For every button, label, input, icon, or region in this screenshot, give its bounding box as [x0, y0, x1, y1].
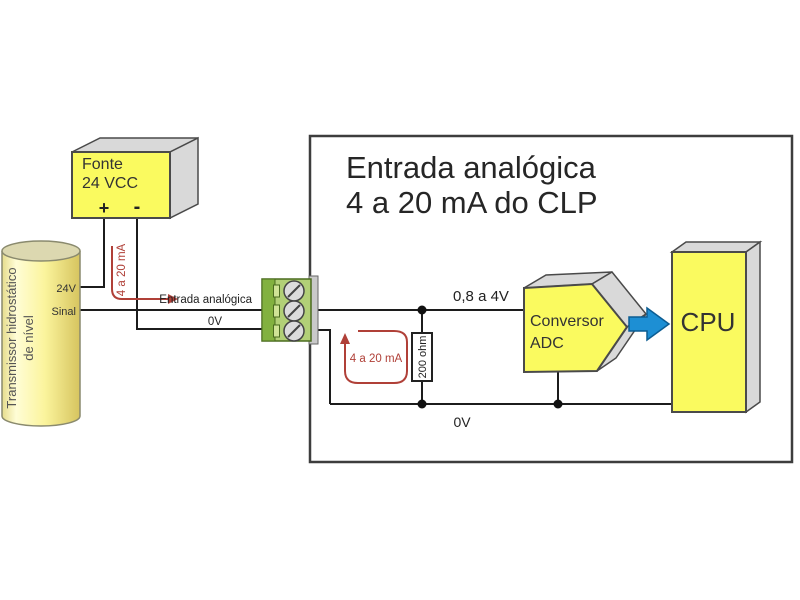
junction-dot-resistor-top	[417, 305, 427, 315]
source-current-annotation: 4 a 20 mA	[111, 243, 178, 304]
transmitter-label-line1: Transmissor hidrostático	[4, 267, 19, 408]
transmitter-label-line2: de nível	[21, 315, 36, 361]
junction-dot-resistor-bottom	[417, 399, 427, 409]
plc-box-title-line2: 4 a 20 mA do CLP	[346, 185, 598, 220]
loop-current-arrow-line	[344, 330, 408, 384]
resistor-200ohm: 200 ohm	[411, 332, 433, 382]
loop-current-arrowhead-icon	[340, 333, 350, 344]
loop-current-annotation: 4 a 20 mA	[340, 330, 408, 384]
ground-rail-label: 0V	[453, 414, 471, 430]
source-current-arrow-line	[111, 246, 168, 300]
transmitter-cylinder-top	[1, 240, 81, 262]
level-transmitter: Transmissor hidrostático de nível 24V Si…	[1, 240, 81, 427]
adc-front-face	[523, 282, 629, 374]
adc-label-line2: ADC	[530, 335, 564, 352]
screw-slot-1	[287, 284, 301, 298]
power-supply-front	[71, 151, 171, 219]
screw-terminals	[283, 280, 305, 342]
transmitter-cylinder-body	[1, 251, 81, 427]
power-supply-plus-terminal: +	[99, 198, 110, 218]
cpu-side-bevel	[745, 240, 761, 414]
cpu-label: CPU	[681, 307, 736, 337]
adc-input-voltage-label: 0,8 a 4V	[453, 288, 509, 305]
adc-to-cpu-arrow-icon	[628, 306, 671, 342]
screw-slot-3	[287, 324, 301, 338]
loop-current-label: 4 a 20 mA	[350, 353, 403, 365]
terminal-slot-2	[273, 304, 280, 318]
plc-box-title-line1: Entrada analógica	[346, 150, 597, 185]
source-current-arrowhead-icon	[168, 294, 178, 304]
screw-slot-2	[287, 304, 301, 318]
wire-0v-down	[317, 329, 331, 404]
power-supply-name-line1: Fonte	[82, 156, 123, 173]
transmitter-24v-label: 24V	[56, 283, 76, 295]
junction-dot-adc-ground	[553, 399, 563, 409]
wire-supply-minus-to-0v	[136, 218, 262, 330]
terminal-slot-1	[273, 284, 280, 298]
resistor-body	[411, 332, 433, 382]
adc-label-line1: Conversor	[530, 313, 604, 330]
zero-volt-terminal-label: 0V	[208, 316, 222, 328]
cpu-block: CPU	[669, 240, 763, 414]
power-supply-minus-terminal: -	[134, 196, 141, 218]
cpu-front-face	[671, 251, 747, 413]
power-supply-name-line2: 24 VCC	[82, 175, 138, 192]
wire-supply-plus-to-24v	[78, 218, 105, 288]
power-supply-side-bevel	[169, 136, 199, 220]
terminal-block: Entrada analógica 0V	[159, 275, 319, 345]
source-current-label: 4 a 20 mA	[116, 243, 128, 296]
terminal-slot-3	[273, 324, 280, 338]
analog-input-terminal-label: Entrada analógica	[159, 294, 252, 306]
cpu-top-bevel	[669, 241, 763, 253]
resistor-label: 200 ohm	[417, 336, 429, 379]
transmitter-sinal-label: Sinal	[52, 306, 76, 318]
wiring	[78, 218, 672, 405]
adc-converter: Conversor ADC	[523, 271, 648, 374]
power-supply: Fonte 24 VCC + -	[71, 136, 199, 220]
